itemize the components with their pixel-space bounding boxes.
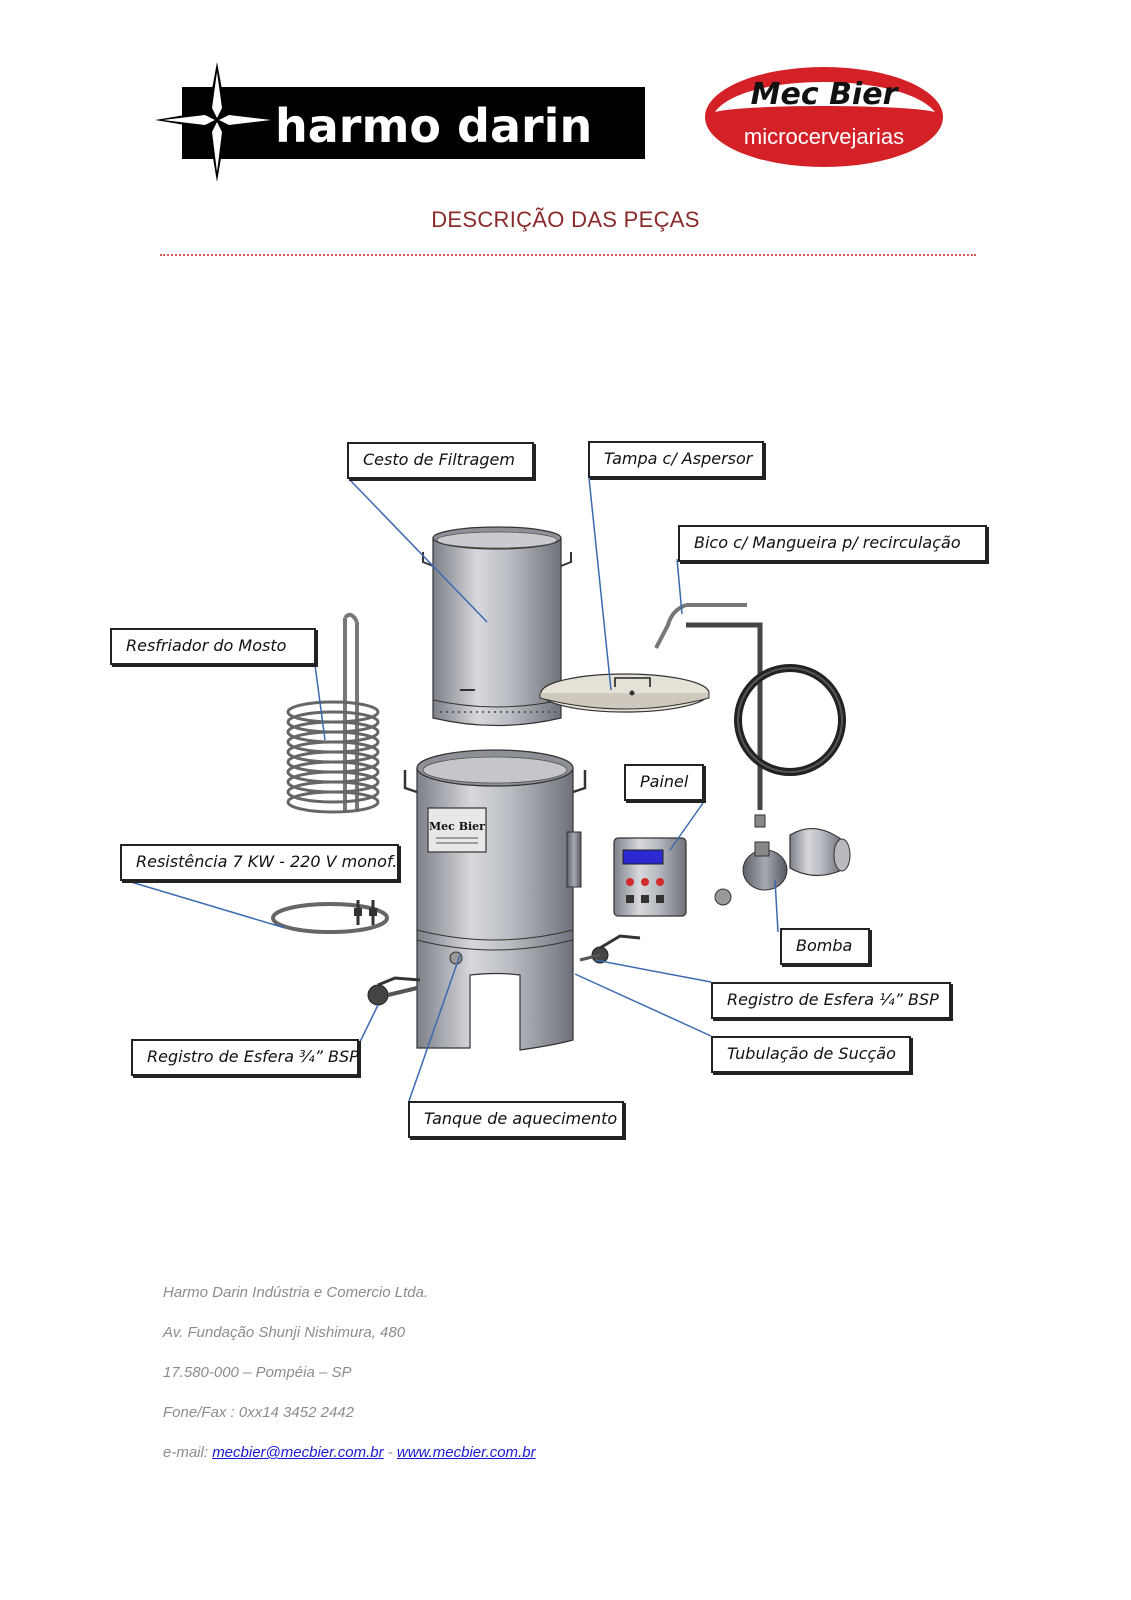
title-divider xyxy=(160,254,976,256)
control-panel xyxy=(613,837,687,917)
recirculation-hose xyxy=(654,603,846,828)
company-footer: Harmo Darin Indústria e Comercio Ltda. A… xyxy=(163,1283,863,1483)
email-link[interactable]: mecbier@mecbier.com.br xyxy=(212,1444,384,1461)
callout-ball-valve-three-quarter: Registro de Esfera ¾” BSP xyxy=(131,1039,359,1076)
leader-lines xyxy=(120,477,779,1102)
footer-phone: Fone/Fax : 0xx14 3452 2442 xyxy=(163,1404,354,1421)
callout-ball-valve-quarter: Registro de Esfera ¼” BSP xyxy=(711,982,951,1019)
tank-nameplate-brand: Mec Bier xyxy=(429,820,485,833)
pump xyxy=(714,828,851,906)
harmo-darin-wordmark: harmo darin xyxy=(275,99,592,153)
footer-contact-line: e-mail: mecbier@mecbier.com.br - www.mec… xyxy=(163,1443,863,1483)
callout-heating-element: Resistência 7 KW - 220 V monof. xyxy=(120,844,399,881)
footer-address: Av. Fundação Shunji Nishimura, 480 xyxy=(163,1324,406,1341)
mec-bier-logo: Mec Bier microcervejarias xyxy=(705,67,943,167)
star-icon xyxy=(155,62,279,182)
footer-company: Harmo Darin Indústria e Comercio Ltda. xyxy=(163,1284,429,1301)
wort-chiller-coil xyxy=(286,612,380,814)
filter-basket xyxy=(422,526,572,727)
ball-valve-quarter xyxy=(579,934,641,964)
lid-with-sprinkler xyxy=(539,673,710,713)
heating-element xyxy=(271,900,389,934)
website-link[interactable]: www.mecbier.com.br xyxy=(396,1444,536,1461)
callout-lid: Tampa c/ Aspersor xyxy=(588,441,764,478)
callout-heating-tank: Tanque de aquecimento xyxy=(408,1101,624,1138)
footer-city: 17.580-000 – Pompéia – SP xyxy=(163,1364,352,1381)
footer-email-label: e-mail: xyxy=(163,1444,209,1461)
mec-bier-wordmark: Mec Bier xyxy=(751,77,900,112)
page-title: DESCRIÇÃO DAS PEÇAS xyxy=(431,207,700,232)
callout-pump: Bomba xyxy=(780,928,870,965)
callout-control-panel: Painel xyxy=(624,764,704,801)
exploded-parts-diagram: Mec Bier xyxy=(0,420,1131,1150)
callout-suction-pipe: Tubulação de Sucção xyxy=(711,1036,911,1073)
callout-wort-chiller: Resfriador do Mosto xyxy=(110,628,316,665)
footer-separator: - xyxy=(387,1444,393,1461)
tank-nameplate xyxy=(427,807,487,853)
callout-recirculation-nozzle: Bico c/ Mangueira p/ recirculação xyxy=(678,525,987,562)
parts-illustration: Mec Bier xyxy=(120,477,851,1102)
callout-filter-basket: Cesto de Filtragem xyxy=(347,442,534,479)
ball-valve-three-quarter xyxy=(367,976,421,1006)
mec-bier-tagline: microcervejarias xyxy=(744,124,904,149)
heating-tank: Mec Bier xyxy=(403,749,587,1051)
harmo-darin-logo: harmo darin xyxy=(155,62,645,182)
